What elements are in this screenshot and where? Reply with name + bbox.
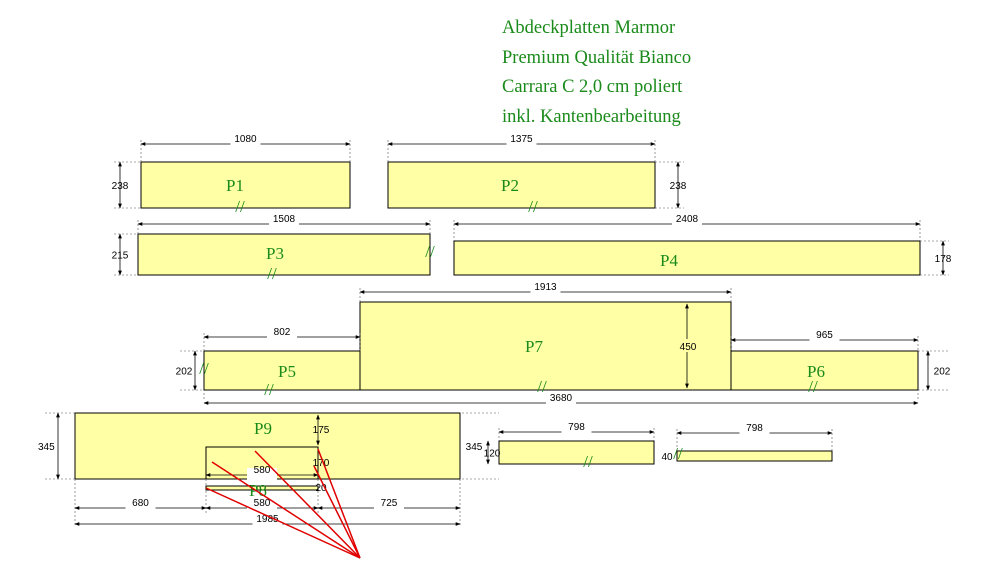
dim-p3-width-label-bg	[269, 217, 299, 230]
panel-p6-edge-mark: //	[808, 377, 818, 396]
dim-p9-cutout-inner-label: 580	[254, 498, 271, 509]
dim-small-a-extra-label: 345	[466, 442, 483, 453]
dim-p7-depth-label-bg	[675, 339, 701, 352]
dim-p6-width-label: 965	[816, 330, 833, 341]
panel-p2	[387, 161, 656, 209]
dim-p9-left-label: 680	[132, 498, 149, 509]
panel-p3	[137, 233, 431, 276]
dim-p3-depth-label: 215	[112, 251, 129, 262]
dim-p3-width-label: 1508	[273, 214, 296, 225]
dim-p2-width-label: 1375	[510, 134, 533, 145]
dim-p6-depth-label: 202	[934, 367, 951, 378]
red-pointer-line-1	[211, 461, 361, 559]
red-pointer-line-5	[317, 448, 361, 559]
dim-group-total-label-bg	[546, 396, 576, 409]
panel-p5-edge-mark: //	[264, 380, 274, 399]
dim-small-a-depth-label: 120	[484, 449, 501, 460]
dim-p4-width-label: 2408	[676, 214, 699, 225]
dim-p4-depth-label: 178	[935, 254, 952, 265]
dim-group-total-label: 3680	[550, 393, 573, 404]
panel-p6-label: P6	[807, 362, 825, 381]
title-line-4: inkl. Kantenbearbeitung	[502, 106, 681, 127]
panel-small-a-edge-mark: //	[583, 452, 593, 471]
panel-p1	[140, 161, 351, 209]
red-pointer-line-3	[313, 465, 361, 559]
panel-p7-label: P7	[525, 337, 543, 356]
panel-p3-label: P3	[266, 244, 284, 263]
panel-p7-edge-mark: //	[537, 377, 547, 396]
dim-p9-cutout-depth-label: 175	[313, 425, 330, 436]
panel-p2-edge-mark: //	[528, 197, 538, 216]
dim-p4-width-label-bg	[672, 217, 702, 230]
red-pointer-line-4	[205, 487, 361, 559]
panel-p1-label: P1	[226, 176, 244, 195]
panel-small-a	[498, 440, 655, 465]
dim-small-b-width-label: 798	[746, 423, 763, 434]
dim-p5-width-label-bg	[267, 330, 297, 343]
panel-p5-side-edge-mark: //	[199, 359, 209, 378]
panel-small-b	[676, 450, 833, 462]
dim-p9-cutout-label-bg	[247, 468, 277, 481]
title-block: Abdeckplatten Marmor Premium Qualität Bi…	[502, 14, 691, 132]
panel-p1-edge-mark: //	[235, 197, 245, 216]
panel-p4	[453, 240, 921, 276]
panel-p7	[359, 301, 732, 391]
dim-p9-cutout-label: 580	[254, 465, 271, 476]
dim-p2-width-label-bg	[506, 137, 537, 150]
dim-p7-width-label-bg	[530, 285, 561, 298]
dim-small-a-width-label-bg	[561, 425, 592, 438]
dim-small-b-depth-label: 40	[661, 452, 673, 463]
dim-p6-width-label-bg	[809, 333, 840, 346]
panel-p3-side-edge-mark: //	[425, 242, 435, 261]
dim-p8-depth-label: 20	[315, 483, 327, 494]
dim-p1-depth-label: 238	[112, 181, 129, 192]
dim-p7-depth-label: 450	[680, 342, 697, 353]
panel-p3-edge-mark: //	[267, 264, 277, 283]
dim-p9-total-label-bg	[252, 517, 283, 530]
dim-p9-right-label-bg	[374, 501, 404, 514]
title-line-3: Carrara C 2,0 cm poliert	[502, 77, 683, 97]
dim-small-a-width-label: 798	[568, 422, 585, 433]
panel-p9	[74, 412, 461, 480]
dim-p1-width-label-bg	[230, 137, 261, 150]
dim-p9-right-label: 725	[381, 498, 398, 509]
dim-p9-depth-label: 345	[38, 442, 55, 453]
dim-p2-depth-label: 238	[670, 181, 687, 192]
dim-p7-width-label: 1913	[534, 282, 557, 293]
panel-p5	[203, 350, 361, 391]
dim-p9-total-label: 1985	[256, 514, 279, 525]
panel-p8-label: P8	[249, 481, 267, 500]
panel-small-b-edge-mark: //	[673, 444, 683, 463]
red-pointer-line-2	[254, 450, 361, 559]
title-line-2: Premium Qualität Bianco	[502, 47, 692, 68]
panel-p5-label: P5	[278, 362, 296, 381]
panel-p9-label: P9	[254, 419, 272, 438]
dim-small-b-width-label-bg	[739, 426, 770, 439]
dim-p1-width-label: 1080	[234, 134, 257, 145]
dim-p5-depth-label: 202	[176, 367, 193, 378]
panel-p6	[730, 350, 919, 391]
dim-p5-width-label: 802	[274, 327, 291, 338]
title-line-1: Abdeckplatten Marmor	[502, 18, 676, 38]
panel-p4-label: P4	[660, 251, 678, 270]
dim-p9-left-label-bg	[125, 501, 156, 514]
panel-p2-label: P2	[501, 176, 519, 195]
dim-p9-cutout-height-label: 170	[313, 458, 330, 469]
